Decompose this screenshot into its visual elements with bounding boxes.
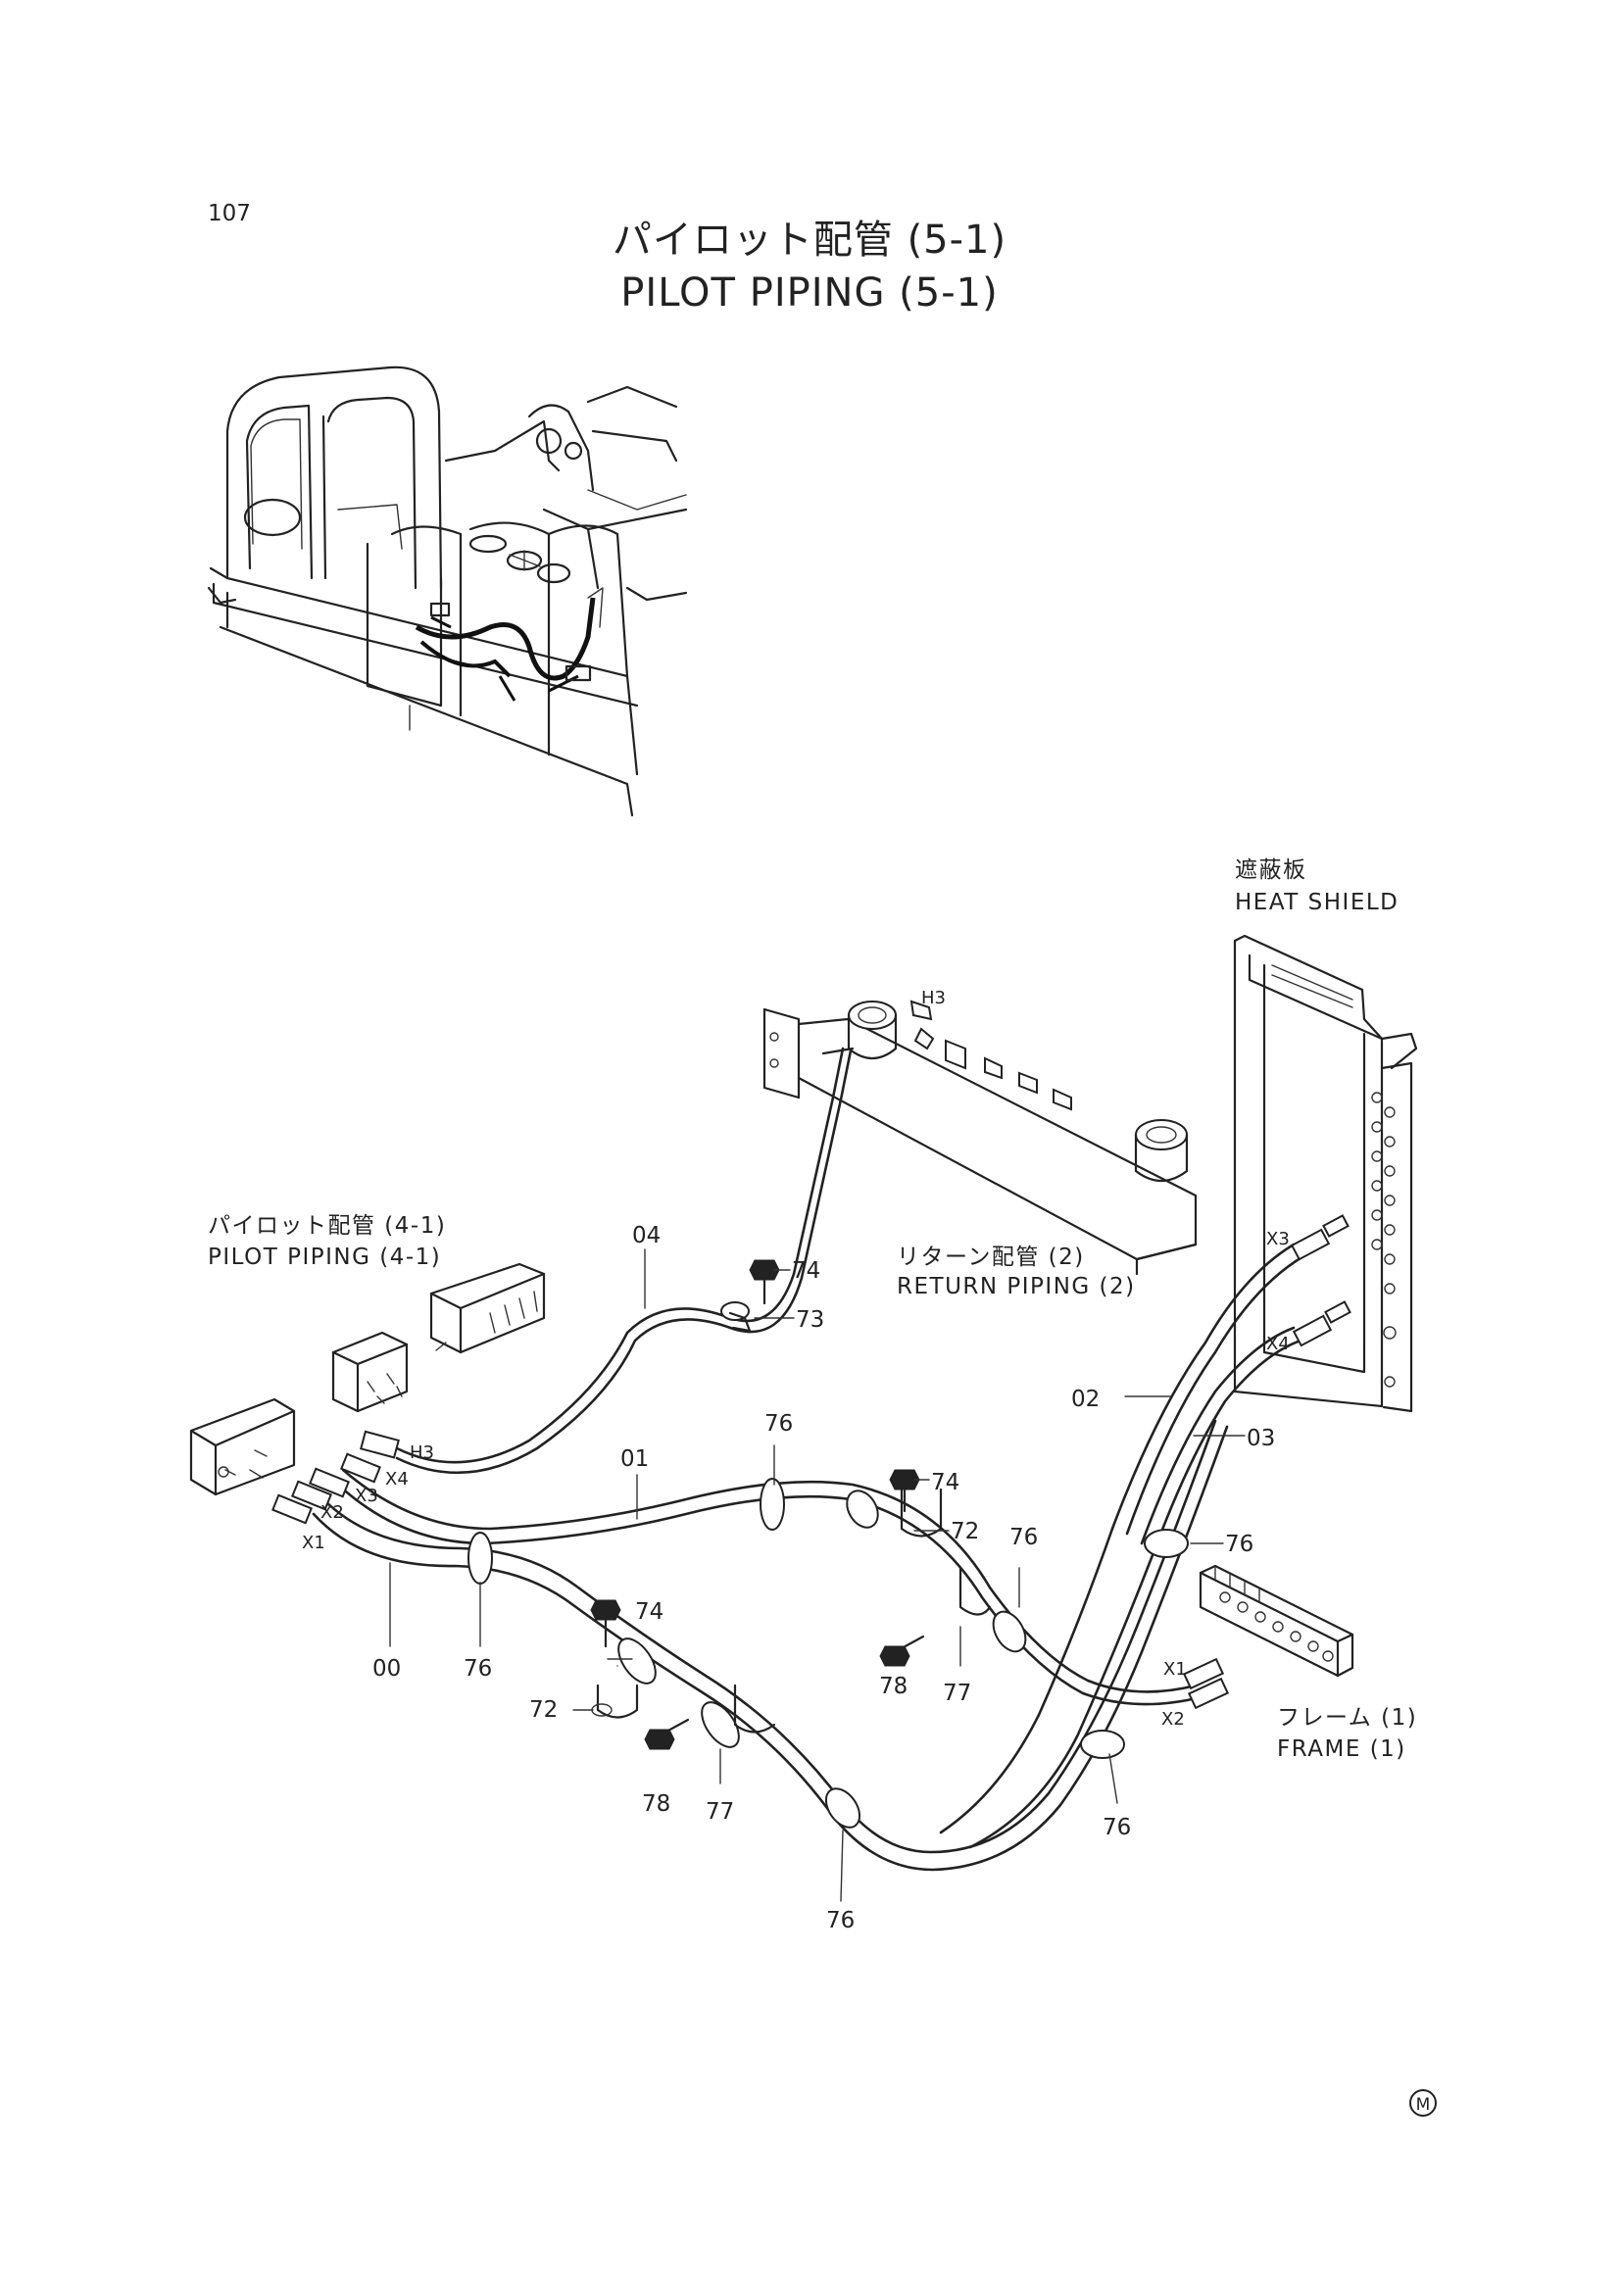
part-label-78-left: 78 <box>642 1791 670 1817</box>
port-x4-shield: X4 <box>1266 1334 1290 1354</box>
part-label-01: 01 <box>620 1446 649 1472</box>
port-x3-shield: X3 <box>1266 1229 1290 1249</box>
mark-letter: M <box>1416 2095 1431 2115</box>
part-label-76-left: 76 <box>464 1656 492 1682</box>
port-x2-left: X2 <box>320 1502 344 1523</box>
shield-fittings <box>1290 1214 1351 1347</box>
return-piping-label-en: RETURN PIPING (2) <box>897 1274 1136 1299</box>
part-label-76-right: 76 <box>1225 1532 1253 1557</box>
port-x1-left: X1 <box>302 1533 325 1553</box>
fitting-x2-frame <box>1187 1677 1230 1710</box>
part-label-76-bottom: 76 <box>826 1908 855 1933</box>
return-piping-label-jp: リターン配管 (2) <box>897 1245 1085 1270</box>
title-japanese: パイロット配管 (5-1) <box>613 218 1006 263</box>
port-x4-left: X4 <box>385 1469 409 1490</box>
title-english: PILOT PIPING (5-1) <box>620 270 998 316</box>
frame-label-en: FRAME (1) <box>1277 1736 1406 1762</box>
port-h3-left: H3 <box>410 1442 434 1463</box>
part-label-74-low: 74 <box>635 1599 663 1625</box>
part-label-76-mid: 76 <box>1009 1525 1038 1550</box>
part-label-03: 03 <box>1247 1426 1275 1451</box>
port-x1-frame: X1 <box>1163 1659 1187 1680</box>
part-number-labels: 04 74 73 76 01 74 72 76 02 03 76 74 00 7… <box>372 1223 1275 1933</box>
part-label-74-mid: 74 <box>931 1470 959 1495</box>
frame-bracket <box>1199 1564 1354 1678</box>
heat-shield-label-jp: 遮蔽板 <box>1235 857 1307 883</box>
heat-shield-plate <box>1233 934 1418 1413</box>
part-label-72-right: 72 <box>951 1519 979 1544</box>
part-label-04: 04 <box>632 1223 661 1248</box>
left-port-fittings <box>271 1452 381 1525</box>
part-label-72-left: 72 <box>529 1697 558 1723</box>
part-label-78-right: 78 <box>879 1674 908 1699</box>
frame-label-jp: フレーム (1) <box>1277 1705 1417 1731</box>
bolts <box>590 1259 925 1750</box>
hoses-02-03 <box>939 1243 1305 1849</box>
heat-shield-label-en: HEAT SHIELD <box>1235 890 1399 915</box>
circled-m-mark: M <box>1409 2089 1437 2117</box>
pilot-piping-ref-label-en: PILOT PIPING (4-1) <box>208 1245 441 1270</box>
part-label-76-top: 76 <box>764 1411 793 1437</box>
return-piping-manifold <box>762 1000 1198 1276</box>
fitting-x1-frame <box>1182 1657 1225 1690</box>
part-label-76-lower-right: 76 <box>1103 1815 1131 1840</box>
pilot-piping-ref-label-jp: パイロット配管 (4-1) <box>208 1213 446 1239</box>
page-number: 107 <box>208 201 251 226</box>
part-label-77-right: 77 <box>943 1681 971 1706</box>
pilot-valve-block-lower <box>331 1331 409 1413</box>
clamps <box>467 1301 1189 1829</box>
port-x2-frame: X2 <box>1161 1709 1185 1730</box>
pilot-manifold-block <box>189 1397 296 1496</box>
hose-04 <box>395 1047 853 1475</box>
part-label-02: 02 <box>1071 1387 1100 1412</box>
port-x3-left: X3 <box>355 1486 378 1506</box>
part-label-73: 73 <box>796 1307 824 1333</box>
excavator-overview-illustration <box>207 366 688 817</box>
pilot-valve-block-upper <box>429 1262 546 1354</box>
part-label-00: 00 <box>372 1656 401 1682</box>
brackets <box>591 1311 992 1734</box>
port-h3-return: H3 <box>921 988 946 1008</box>
fitting-h3 <box>360 1430 400 1459</box>
part-label-74-top: 74 <box>792 1258 820 1284</box>
leader-lines <box>389 1248 1246 1902</box>
part-label-77-left: 77 <box>706 1799 734 1825</box>
